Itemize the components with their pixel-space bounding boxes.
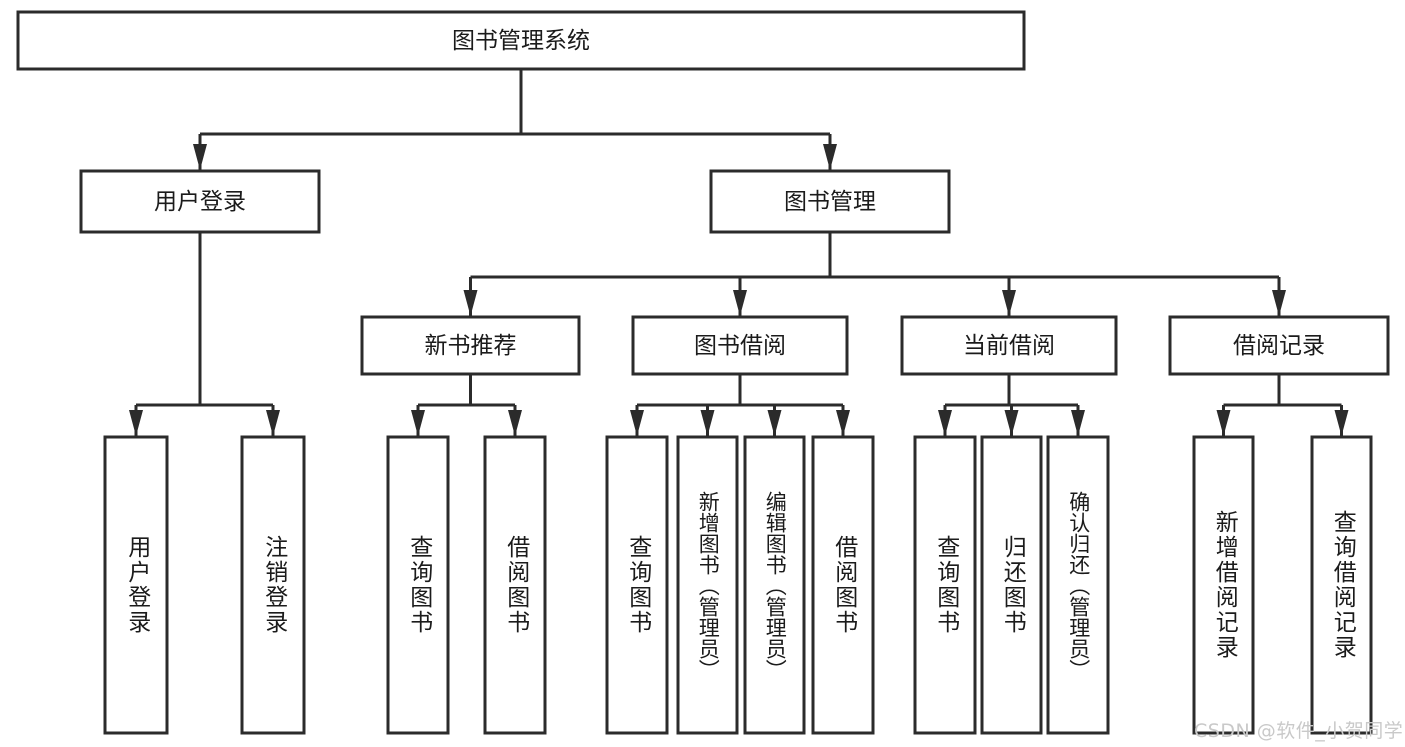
- leaf-box-6[interactable]: [743, 435, 806, 735]
- leaf-box-3[interactable]: [483, 435, 547, 735]
- level2-label-1: 图书借阅: [694, 333, 786, 359]
- level2-arrow-3: [1272, 290, 1286, 316]
- leaf-arrow-12: [1334, 410, 1349, 436]
- leaf-arrow-0: [129, 410, 143, 436]
- level2-box-0[interactable]: [360, 315, 581, 376]
- leaf-arrow-1: [266, 410, 280, 436]
- leaf-box-2[interactable]: [386, 435, 450, 735]
- connectors-layer: [129, 69, 1349, 436]
- leaf-arrow-11: [1216, 410, 1231, 436]
- leaf-box-0[interactable]: [103, 435, 169, 735]
- leaf-arrow-7: [836, 410, 850, 436]
- level2-label-2: 当前借阅: [963, 333, 1055, 359]
- level2-arrow-0: [463, 290, 478, 316]
- leaf-arrow-4: [630, 410, 644, 436]
- leaf-arrow-2: [411, 410, 425, 436]
- leaf-box-9[interactable]: [980, 435, 1043, 735]
- csdn-watermark: CSDN @软件_小贺同学: [1194, 720, 1404, 742]
- leaf-box-11[interactable]: [1192, 435, 1255, 735]
- leaf-arrow-8: [938, 410, 952, 436]
- level1-box-1[interactable]: [709, 169, 951, 234]
- level1-label-1: 图书管理: [784, 189, 876, 215]
- root-box-0[interactable]: [16, 10, 1026, 71]
- leaf-box-8[interactable]: [913, 435, 977, 735]
- leaf-arrow-6: [767, 410, 782, 436]
- leaf-box-12[interactable]: [1310, 435, 1373, 735]
- level1-arrow-0: [193, 144, 207, 170]
- leaf-arrow-5: [700, 410, 715, 436]
- level2-box-1[interactable]: [631, 315, 849, 376]
- level2-label-0: 新书推荐: [425, 333, 517, 359]
- level1-box-0[interactable]: [79, 169, 321, 234]
- level2-label-3: 借阅记录: [1233, 333, 1325, 359]
- leaf-arrow-10: [1071, 410, 1085, 436]
- root-label-0: 图书管理系统: [452, 28, 590, 54]
- leaf-arrow-9: [1004, 410, 1019, 436]
- level2-arrow-1: [733, 290, 747, 316]
- leaf-box-7[interactable]: [811, 435, 875, 735]
- level1-label-0: 用户登录: [154, 189, 246, 215]
- leaf-box-1[interactable]: [240, 435, 306, 735]
- level2-box-3[interactable]: [1168, 315, 1390, 376]
- level2-arrow-2: [1002, 290, 1016, 316]
- leaf-arrow-3: [508, 410, 522, 436]
- leaf-box-5[interactable]: [676, 435, 739, 735]
- level2-box-2[interactable]: [900, 315, 1118, 376]
- level1-arrow-1: [823, 144, 837, 170]
- boxes-layer: [16, 10, 1390, 735]
- leaf-box-10[interactable]: [1046, 435, 1110, 735]
- leaf-box-4[interactable]: [605, 435, 669, 735]
